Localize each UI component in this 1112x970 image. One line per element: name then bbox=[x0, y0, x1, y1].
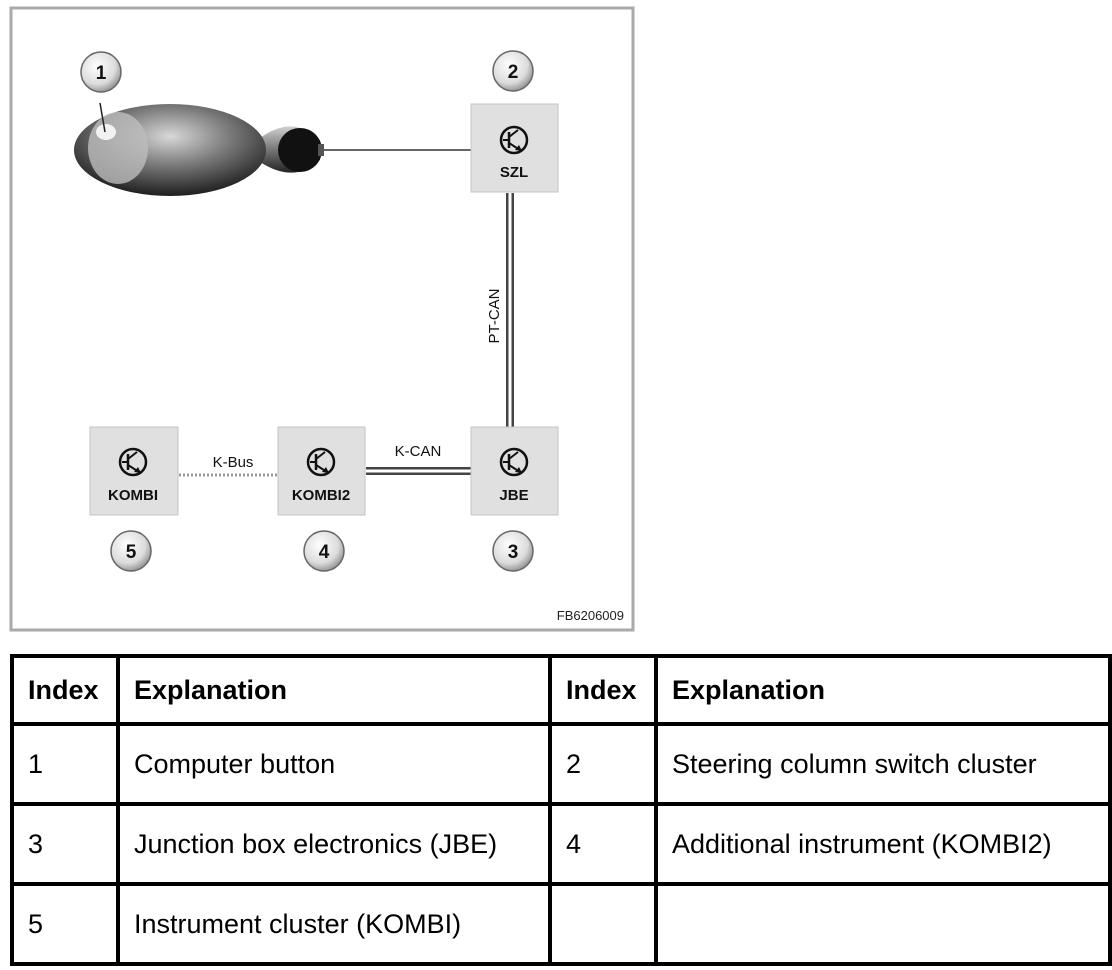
control-unit-icon bbox=[118, 447, 148, 477]
module-jbe-label: JBE bbox=[499, 487, 528, 504]
button-knob-icon bbox=[74, 102, 324, 196]
k-can-label: K-CAN bbox=[395, 443, 442, 460]
legend-explanation: Additional instrument (KOMBI2) bbox=[654, 802, 1112, 887]
header-explanation: Explanation bbox=[116, 653, 552, 727]
legend-explanation: Computer button bbox=[116, 722, 552, 807]
legend-index: 4 bbox=[548, 802, 658, 887]
network-diagram: PT-CAN K-CAN K-Bus SZL bbox=[9, 6, 635, 632]
module-kombi-label: KOMBI bbox=[108, 487, 158, 504]
module-szl-label: SZL bbox=[500, 164, 528, 181]
legend-index bbox=[548, 882, 658, 966]
callout-3: 3 bbox=[492, 530, 534, 572]
control-unit-icon bbox=[306, 447, 336, 477]
legend-index: 3 bbox=[10, 802, 120, 887]
module-szl: SZL bbox=[470, 103, 559, 193]
svg-text:5: 5 bbox=[126, 542, 137, 563]
svg-text:3: 3 bbox=[508, 542, 519, 563]
callout-1: 1 bbox=[80, 51, 122, 93]
callout-5: 5 bbox=[110, 530, 152, 572]
legend-explanation: Instrument cluster (KOMBI) bbox=[116, 882, 552, 966]
legend-explanation: Junction box electronics (JBE) bbox=[116, 802, 552, 887]
legend-table: Index Explanation Index Explanation 1 Co… bbox=[10, 653, 1112, 966]
svg-text:1: 1 bbox=[96, 63, 107, 84]
legend-index: 2 bbox=[548, 722, 658, 807]
legend-index: 1 bbox=[10, 722, 120, 807]
svg-text:2: 2 bbox=[508, 62, 519, 83]
control-unit-icon bbox=[499, 447, 529, 477]
table-row: 3 Junction box electronics (JBE) 4 Addit… bbox=[10, 802, 1112, 887]
header-index: Index bbox=[548, 653, 658, 727]
module-kombi2: KOMBI2 bbox=[277, 426, 366, 516]
figure-code: FB6206009 bbox=[557, 608, 624, 623]
pt-can-label: PT-CAN bbox=[486, 288, 503, 343]
callout-4: 4 bbox=[303, 530, 345, 572]
header-index: Index bbox=[10, 653, 120, 727]
module-kombi: KOMBI bbox=[89, 426, 179, 516]
svg-text:4: 4 bbox=[319, 542, 330, 563]
legend-explanation bbox=[654, 882, 1112, 966]
k-bus-label: K-Bus bbox=[213, 454, 254, 471]
module-kombi2-label: KOMBI2 bbox=[292, 487, 350, 504]
control-unit-icon bbox=[499, 125, 529, 155]
table-row: 5 Instrument cluster (KOMBI) bbox=[10, 882, 1112, 966]
callout-2: 2 bbox=[492, 50, 534, 92]
legend-explanation: Steering column switch cluster bbox=[654, 722, 1112, 807]
table-row: 1 Computer button 2 Steering column swit… bbox=[10, 722, 1112, 807]
header-explanation: Explanation bbox=[654, 653, 1112, 727]
module-jbe: JBE bbox=[470, 426, 559, 516]
legend-header-row: Index Explanation Index Explanation bbox=[10, 653, 1112, 727]
legend-index: 5 bbox=[10, 882, 120, 966]
